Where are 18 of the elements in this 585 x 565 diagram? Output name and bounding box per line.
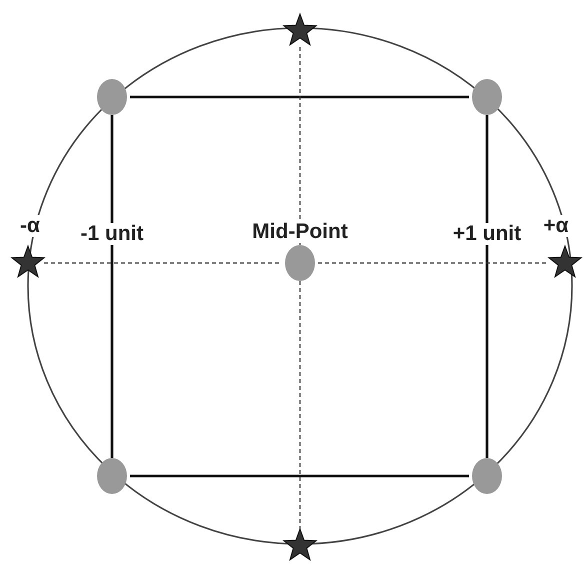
design-point <box>285 245 315 281</box>
axis-label: +α <box>541 215 571 237</box>
dashed-axis-line <box>299 281 301 530</box>
dashed-axis-line <box>318 262 549 264</box>
star-point <box>547 244 583 278</box>
square-edge <box>110 115 114 458</box>
design-point <box>472 79 502 115</box>
star-point <box>10 244 46 278</box>
star-point <box>282 12 318 46</box>
design-point <box>97 458 127 494</box>
axis-label: -α <box>18 215 42 237</box>
design-point <box>97 79 127 115</box>
design-point <box>472 458 502 494</box>
star-point <box>282 528 318 561</box>
square-edge <box>486 115 488 458</box>
square-edge <box>130 96 469 98</box>
dashed-axis-line <box>44 262 282 264</box>
square-edge <box>130 474 469 478</box>
